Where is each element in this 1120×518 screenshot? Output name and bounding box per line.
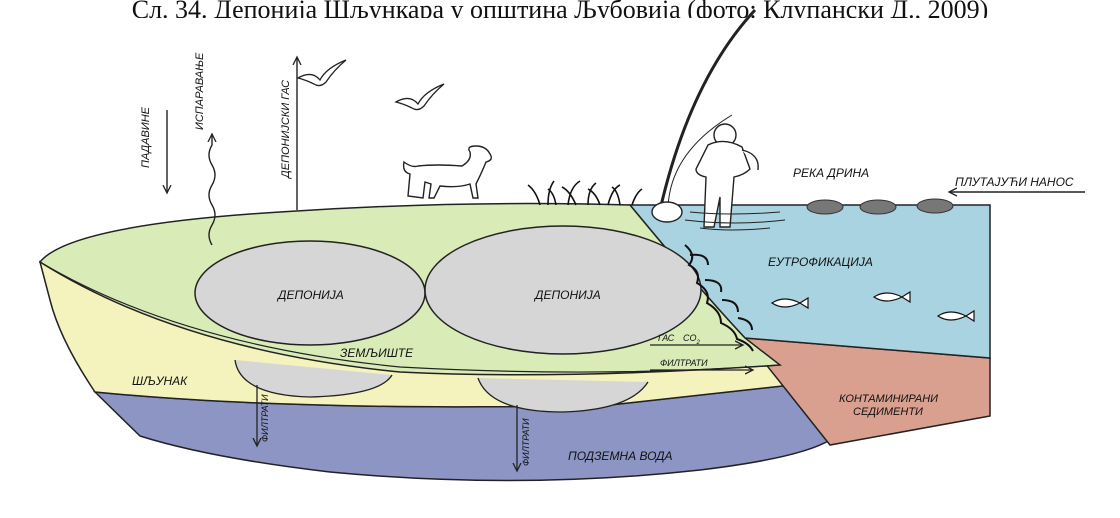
- label-gravel: ШЉУНАК: [132, 374, 188, 388]
- label-precipitation: ПАДАВИНЕ: [140, 106, 152, 168]
- label-river: РЕКА ДРИНА: [793, 166, 869, 180]
- bird-icon: [298, 60, 346, 86]
- fisherman-icon: [652, 10, 758, 227]
- label-floating-debris: ПЛУТАЈУЋИ НАНОС: [955, 175, 1074, 189]
- label-filtrate-horizontal: ФИЛТРАТИ: [660, 358, 708, 368]
- label-landfill-gas: ДЕПОНИЈСКИ ГАС: [280, 80, 292, 180]
- dog-icon: [404, 146, 492, 198]
- bird-icon: [396, 84, 444, 110]
- label-evaporation: ИСПАРАВАЊЕ: [194, 52, 206, 130]
- label-filtrate-vertical-2: ФИЛТРАТИ: [521, 418, 531, 466]
- floating-debris: [807, 199, 953, 214]
- label-landfill-2: ДЕПОНИЈА: [533, 288, 601, 302]
- grass-icon: [528, 181, 642, 205]
- label-landfill-1: ДЕПОНИЈА: [276, 288, 344, 302]
- label-eutrophication: ЕУТРОФИКАЦИЈА: [768, 255, 873, 269]
- label-groundwater: ПОДЗЕМНА ВОДА: [568, 449, 673, 463]
- label-contaminated: КОНТАМИНИРАНИ: [839, 393, 938, 405]
- figure-caption: Сл. 34. Депонија Шљункара у општина Љубо…: [0, 0, 1120, 18]
- label-gas: ГАС: [658, 333, 675, 343]
- label-sediments: СЕДИМЕНТИ: [853, 406, 923, 418]
- label-soil: ЗЕМЉИШТЕ: [340, 346, 414, 360]
- label-filtrate-vertical-1: ФИЛТРАТИ: [260, 394, 270, 442]
